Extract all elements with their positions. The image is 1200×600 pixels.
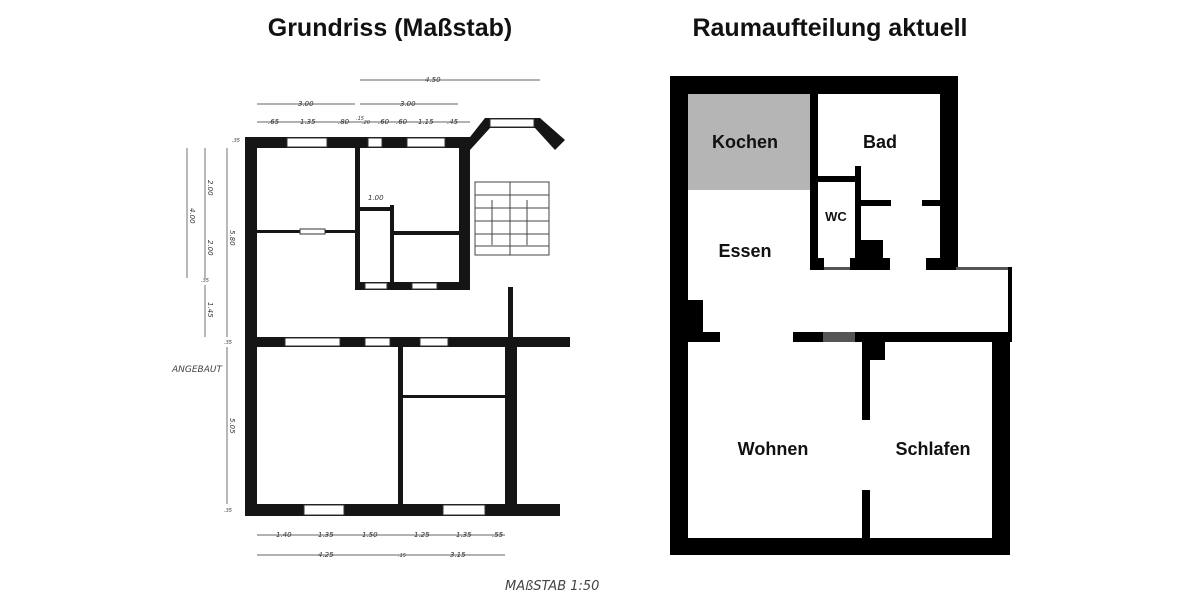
- wall-interior-7: [508, 287, 513, 337]
- scale-note: MAßSTAB 1:50: [505, 579, 599, 594]
- wall: [855, 166, 861, 270]
- wall: [862, 342, 870, 420]
- wall: [922, 200, 940, 206]
- dim-bottom: 1.35: [456, 531, 472, 539]
- wall-middle: [245, 337, 570, 347]
- right-plan-title: Raumaufteilung aktuell: [692, 14, 968, 42]
- wall: [861, 200, 891, 206]
- door: [956, 267, 1012, 270]
- dim-side: .35: [224, 340, 232, 346]
- dim-top: .65: [268, 118, 280, 126]
- wall: [850, 258, 890, 270]
- wall-right-lower: [505, 337, 517, 516]
- dim-top: .20: [362, 120, 370, 126]
- wall-top: [245, 137, 470, 148]
- wall: [793, 332, 823, 342]
- dim-top: .80: [338, 118, 350, 126]
- wall: [940, 76, 958, 270]
- wall-left: [245, 137, 257, 516]
- wall: [670, 332, 720, 342]
- dimension-labels: 4.50 3.00 3.00 .65 1.35 .80 .15 .20 .60 …: [188, 76, 504, 559]
- dim-bottom: .55: [492, 531, 504, 539]
- wall: [814, 176, 855, 182]
- door: [824, 267, 850, 270]
- wall: [862, 490, 870, 540]
- wall: [992, 340, 1010, 555]
- dim-side: 2.00: [206, 180, 214, 196]
- current-layout-plan: Kochen Bad WC Essen Wohnen Schlafen: [670, 76, 1012, 555]
- dim-top: 1.35: [300, 118, 316, 126]
- dim-top: .45: [447, 118, 459, 126]
- dim-side: .35: [232, 138, 240, 144]
- dim-bottom: 3.15: [450, 551, 466, 559]
- wall: [670, 76, 688, 310]
- original-floor-plan: 4.50 3.00 3.00 .65 1.35 .80 .15 .20 .60 …: [171, 76, 599, 594]
- wall: [855, 332, 1012, 342]
- dim-bottom: 1.50: [362, 531, 378, 539]
- wall: [1008, 267, 1012, 337]
- wall: [926, 258, 956, 270]
- dim-top: .60: [378, 118, 390, 126]
- dim-side: 2.00: [206, 240, 214, 256]
- annotation-angebaut: ANGEBAUT: [171, 365, 223, 375]
- wall: [670, 76, 958, 94]
- staircase: [474, 181, 550, 256]
- room-label-schlafen: Schlafen: [895, 439, 970, 459]
- dim-top: 4.50: [425, 76, 441, 84]
- room-label-kochen: Kochen: [712, 132, 778, 152]
- dim-inner: 1.00: [368, 194, 384, 202]
- dim-side: 5.80: [228, 230, 236, 246]
- dim-top: 3.00: [400, 100, 416, 108]
- wall: [670, 538, 1010, 555]
- dim-top: 1.15: [418, 118, 434, 126]
- room-label-bad: Bad: [863, 132, 897, 152]
- wall-interior-4: [394, 231, 459, 235]
- wall-right-upper: [459, 137, 470, 290]
- dim-bottom: .15: [398, 553, 406, 559]
- wall: [670, 340, 688, 555]
- dim-top: .60: [396, 118, 408, 126]
- dim-side: .35: [224, 508, 232, 514]
- dimension-lines: [186, 79, 540, 556]
- windows: [284, 118, 535, 516]
- dim-bottom: 4.25: [318, 551, 334, 559]
- dim-top: .15: [356, 116, 364, 122]
- wall-interior-9: [403, 395, 505, 398]
- wall-interior-1: [355, 148, 360, 290]
- left-plan-title: Grundriss (Maßstab): [267, 14, 513, 42]
- dim-side: 5.05: [228, 418, 236, 434]
- wall-interior-3: [360, 207, 392, 211]
- room-label-essen: Essen: [718, 241, 771, 261]
- wall-interior-8: [398, 347, 403, 504]
- dim-side: 1.45: [206, 302, 214, 318]
- wall: [810, 258, 824, 270]
- wall: [870, 342, 885, 360]
- dim-top: 3.00: [298, 100, 314, 108]
- dim-bottom: 1.25: [414, 531, 430, 539]
- dim-bottom: 1.35: [318, 531, 334, 539]
- dim-side: 4.00: [188, 208, 196, 224]
- room-label-wohnen: Wohnen: [738, 439, 809, 459]
- room-label-wc: WC: [825, 209, 847, 224]
- wall: [861, 240, 883, 260]
- wall-interior-2: [390, 205, 394, 290]
- door: [823, 332, 855, 342]
- kitchen-area: [686, 94, 810, 190]
- dim-bottom: 1.40: [276, 531, 292, 539]
- dim-side: .35: [201, 278, 209, 284]
